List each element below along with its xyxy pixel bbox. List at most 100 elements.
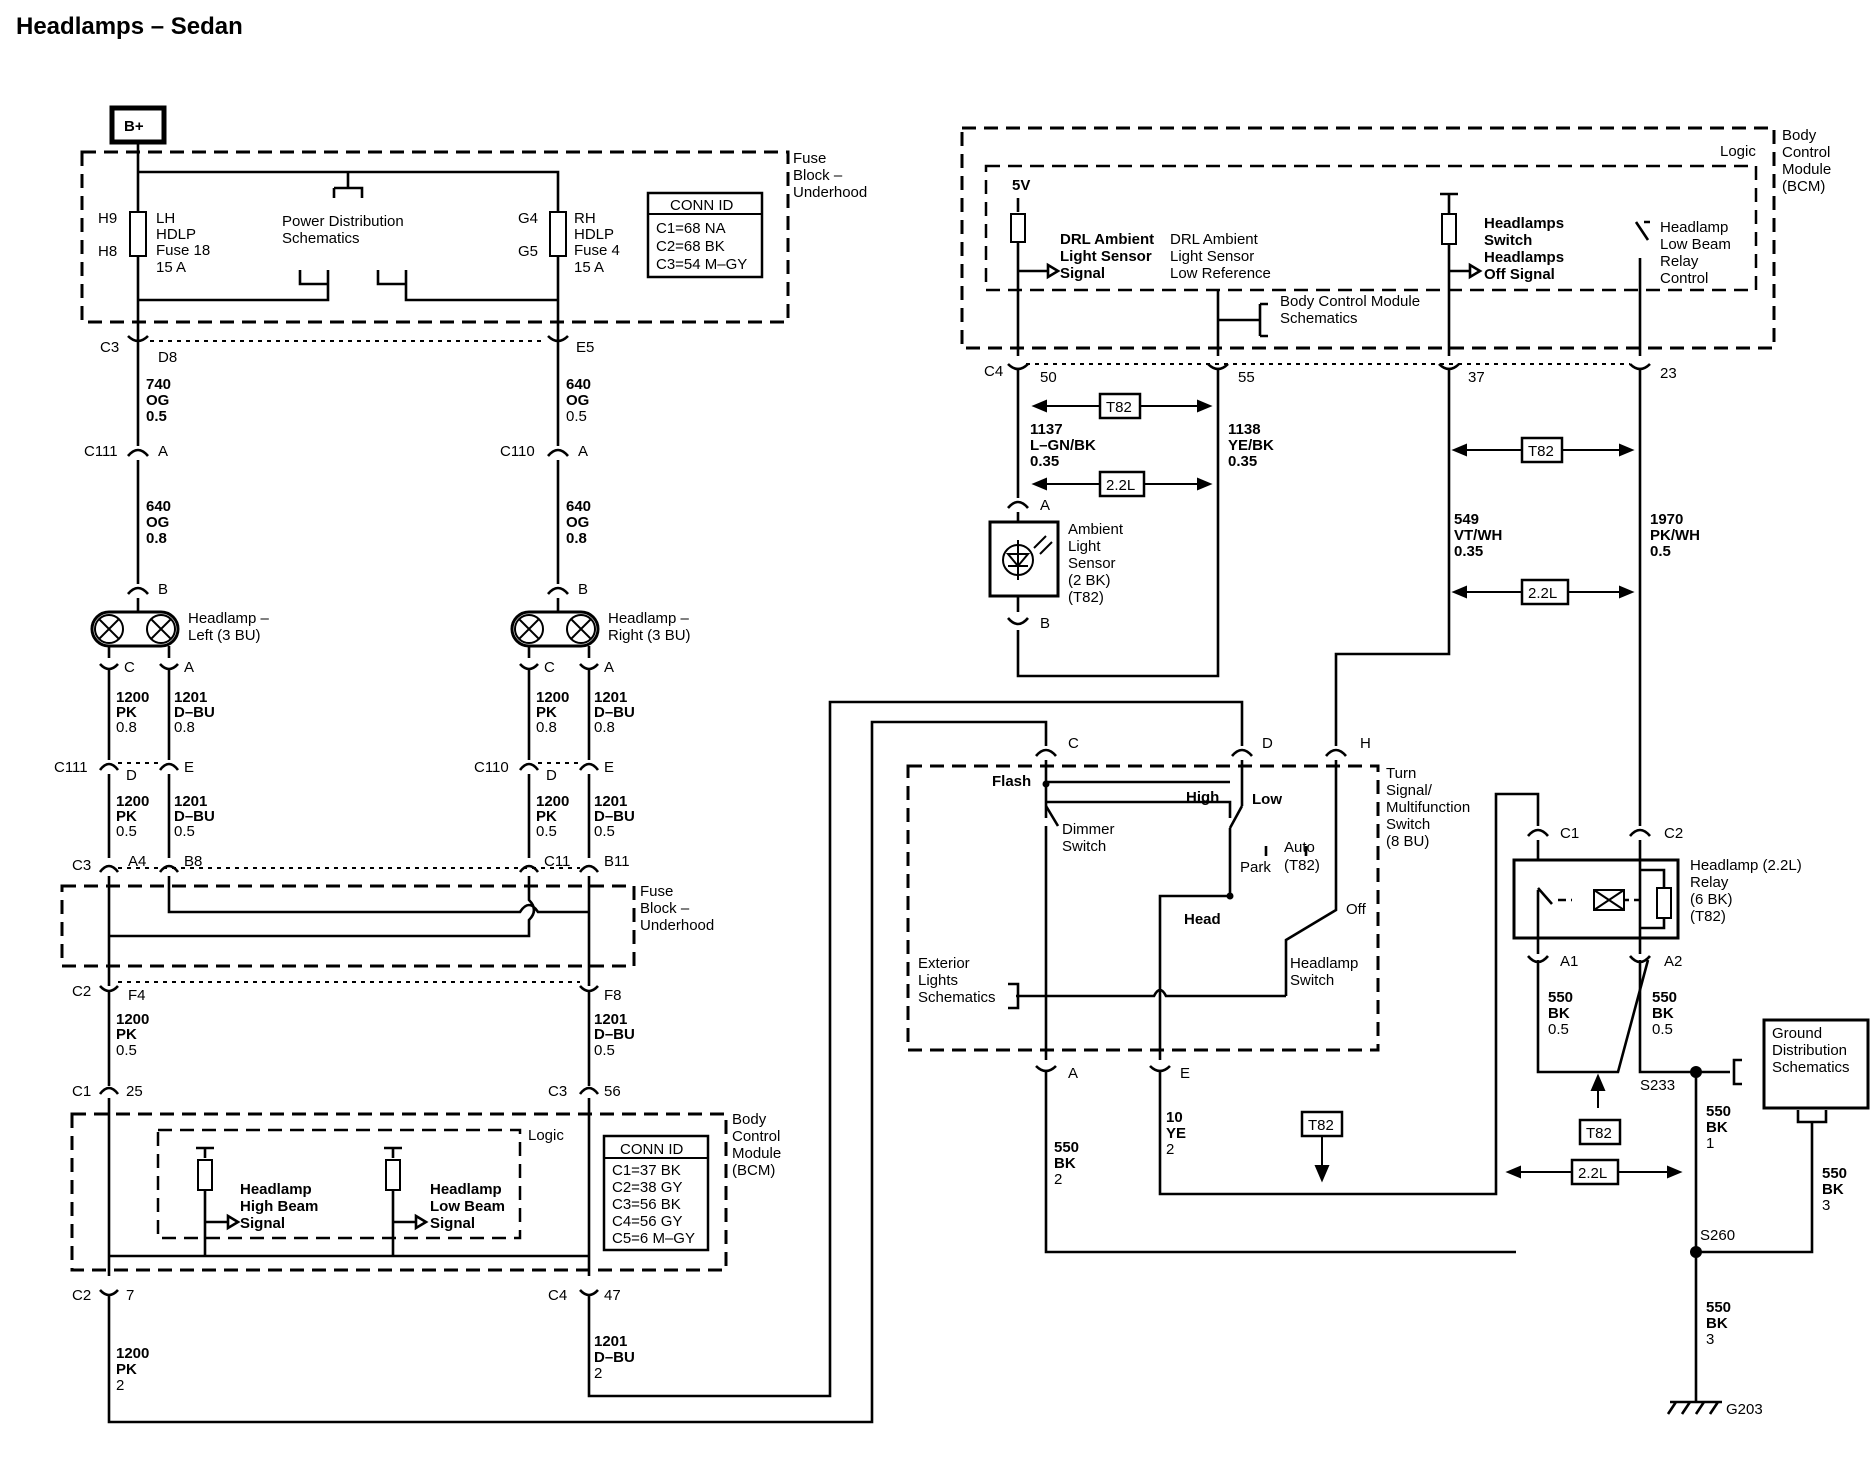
svg-text:A: A (578, 443, 588, 460)
svg-text:C: C (544, 659, 555, 676)
svg-text:3: 3 (1706, 1331, 1714, 1348)
svg-text:56: 56 (604, 1083, 621, 1100)
svg-text:550: 550 (1706, 1299, 1731, 1316)
svg-text:15 A: 15 A (574, 259, 604, 276)
svg-text:C4=56 GY: C4=56 GY (612, 1213, 682, 1230)
svg-text:740: 740 (146, 376, 171, 393)
svg-text:C3: C3 (548, 1083, 567, 1100)
svg-text:B: B (158, 581, 168, 598)
svg-text:1201: 1201 (174, 689, 207, 706)
svg-text:Multifunction: Multifunction (1386, 799, 1470, 816)
svg-text:(BCM): (BCM) (1782, 178, 1825, 195)
svg-text:0.35: 0.35 (1030, 453, 1059, 470)
svg-text:D8: D8 (158, 349, 177, 366)
svg-text:RH: RH (574, 210, 596, 227)
svg-text:C110: C110 (474, 759, 509, 776)
svg-text:G4: G4 (518, 210, 538, 227)
svg-text:1970: 1970 (1650, 511, 1683, 528)
svg-text:1200: 1200 (116, 689, 149, 706)
svg-text:1200: 1200 (536, 689, 569, 706)
svg-text:1138: 1138 (1228, 421, 1261, 438)
svg-text:Body Control Module: Body Control Module (1280, 293, 1420, 310)
svg-text:Power Distribution: Power Distribution (282, 213, 404, 230)
svg-text:A: A (158, 443, 168, 460)
svg-text:C11: C11 (544, 853, 570, 870)
svg-text:Schematics: Schematics (1772, 1059, 1850, 1076)
svg-text:DRL Ambient: DRL Ambient (1060, 231, 1154, 248)
svg-text:0.8: 0.8 (116, 719, 137, 736)
svg-text:2: 2 (116, 1377, 124, 1394)
svg-text:OG: OG (566, 392, 589, 409)
svg-text:1200: 1200 (116, 1011, 149, 1028)
svg-text:Body: Body (1782, 127, 1817, 144)
svg-text:C: C (1068, 735, 1079, 752)
svg-text:0.8: 0.8 (566, 530, 587, 547)
svg-text:PK: PK (116, 1361, 137, 1378)
svg-text:7: 7 (126, 1287, 134, 1304)
svg-text:Low Reference: Low Reference (1170, 265, 1271, 282)
ground-distribution-schematics (1762, 1018, 1870, 1110)
svg-text:Low: Low (1252, 791, 1282, 808)
svg-text:549: 549 (1454, 511, 1479, 528)
svg-text:2.2L: 2.2L (1528, 585, 1557, 602)
battery-positive-label: B+ (124, 118, 144, 135)
svg-text:0.8: 0.8 (146, 530, 167, 547)
svg-text:C3=54 M–GY: C3=54 M–GY (656, 256, 747, 273)
svg-text:47: 47 (604, 1287, 621, 1304)
right-section: Logic Body Control Module (BCM) 5V DRL A… (906, 126, 1870, 1418)
svg-text:Dimmer: Dimmer (1062, 821, 1115, 838)
svg-text:2: 2 (1166, 1141, 1174, 1158)
svg-text:BK: BK (1548, 1005, 1570, 1022)
svg-text:(BCM): (BCM) (732, 1162, 775, 1179)
svg-text:Auto: Auto (1284, 839, 1315, 856)
svg-text:Lights: Lights (918, 972, 958, 989)
conn-id-bcm (602, 1134, 710, 1252)
svg-text:BK: BK (1054, 1155, 1076, 1172)
svg-text:D–BU: D–BU (594, 704, 635, 721)
svg-text:A1: A1 (1560, 953, 1578, 970)
svg-text:(T82): (T82) (1068, 589, 1104, 606)
svg-text:1200: 1200 (116, 1345, 149, 1362)
svg-text:Left (3 BU): Left (3 BU) (188, 627, 261, 644)
svg-text:High: High (1186, 789, 1219, 806)
svg-text:C1=68 NA: C1=68 NA (656, 220, 726, 237)
svg-text:Ambient: Ambient (1068, 521, 1124, 538)
svg-text:0.5: 0.5 (1650, 543, 1671, 560)
body-control-module-lower (70, 1112, 728, 1272)
svg-text:Signal: Signal (240, 1215, 285, 1232)
svg-text:Block –: Block – (640, 900, 690, 917)
svg-text:Body: Body (732, 1111, 767, 1128)
svg-text:C2: C2 (72, 983, 91, 1000)
svg-text:Signal/: Signal/ (1386, 782, 1433, 799)
svg-text:Switch: Switch (1062, 838, 1106, 855)
svg-text:C: C (124, 659, 135, 676)
svg-text:A4: A4 (128, 853, 146, 870)
svg-text:Schematics: Schematics (1280, 310, 1358, 327)
svg-text:Off Signal: Off Signal (1484, 266, 1555, 283)
svg-text:D–BU: D–BU (174, 808, 215, 825)
svg-text:BK: BK (1822, 1181, 1844, 1198)
svg-text:CONN ID: CONN ID (670, 197, 734, 214)
svg-text:Park: Park (1240, 859, 1271, 876)
svg-text:Low Beam: Low Beam (1660, 236, 1731, 253)
svg-text:2.2L: 2.2L (1106, 477, 1135, 494)
svg-text:C4: C4 (984, 363, 1003, 380)
svg-text:(6 BK): (6 BK) (1690, 891, 1733, 908)
svg-text:D–BU: D–BU (594, 808, 635, 825)
svg-text:HDLP: HDLP (156, 226, 196, 243)
svg-text:Headlamp: Headlamp (1660, 219, 1728, 236)
svg-text:550: 550 (1548, 989, 1573, 1006)
svg-text:0.5: 0.5 (594, 823, 615, 840)
svg-text:C1: C1 (72, 1083, 91, 1100)
svg-text:640: 640 (566, 376, 591, 393)
svg-text:B: B (1040, 615, 1050, 632)
svg-text:2: 2 (594, 1365, 602, 1382)
svg-text:H: H (1360, 735, 1371, 752)
svg-text:Headlamps: Headlamps (1484, 249, 1564, 266)
svg-text:C4: C4 (548, 1287, 567, 1304)
svg-text:0.8: 0.8 (536, 719, 557, 736)
svg-text:Signal: Signal (430, 1215, 475, 1232)
svg-text:Distribution: Distribution (1772, 1042, 1847, 1059)
svg-text:Headlamp: Headlamp (430, 1181, 502, 1198)
